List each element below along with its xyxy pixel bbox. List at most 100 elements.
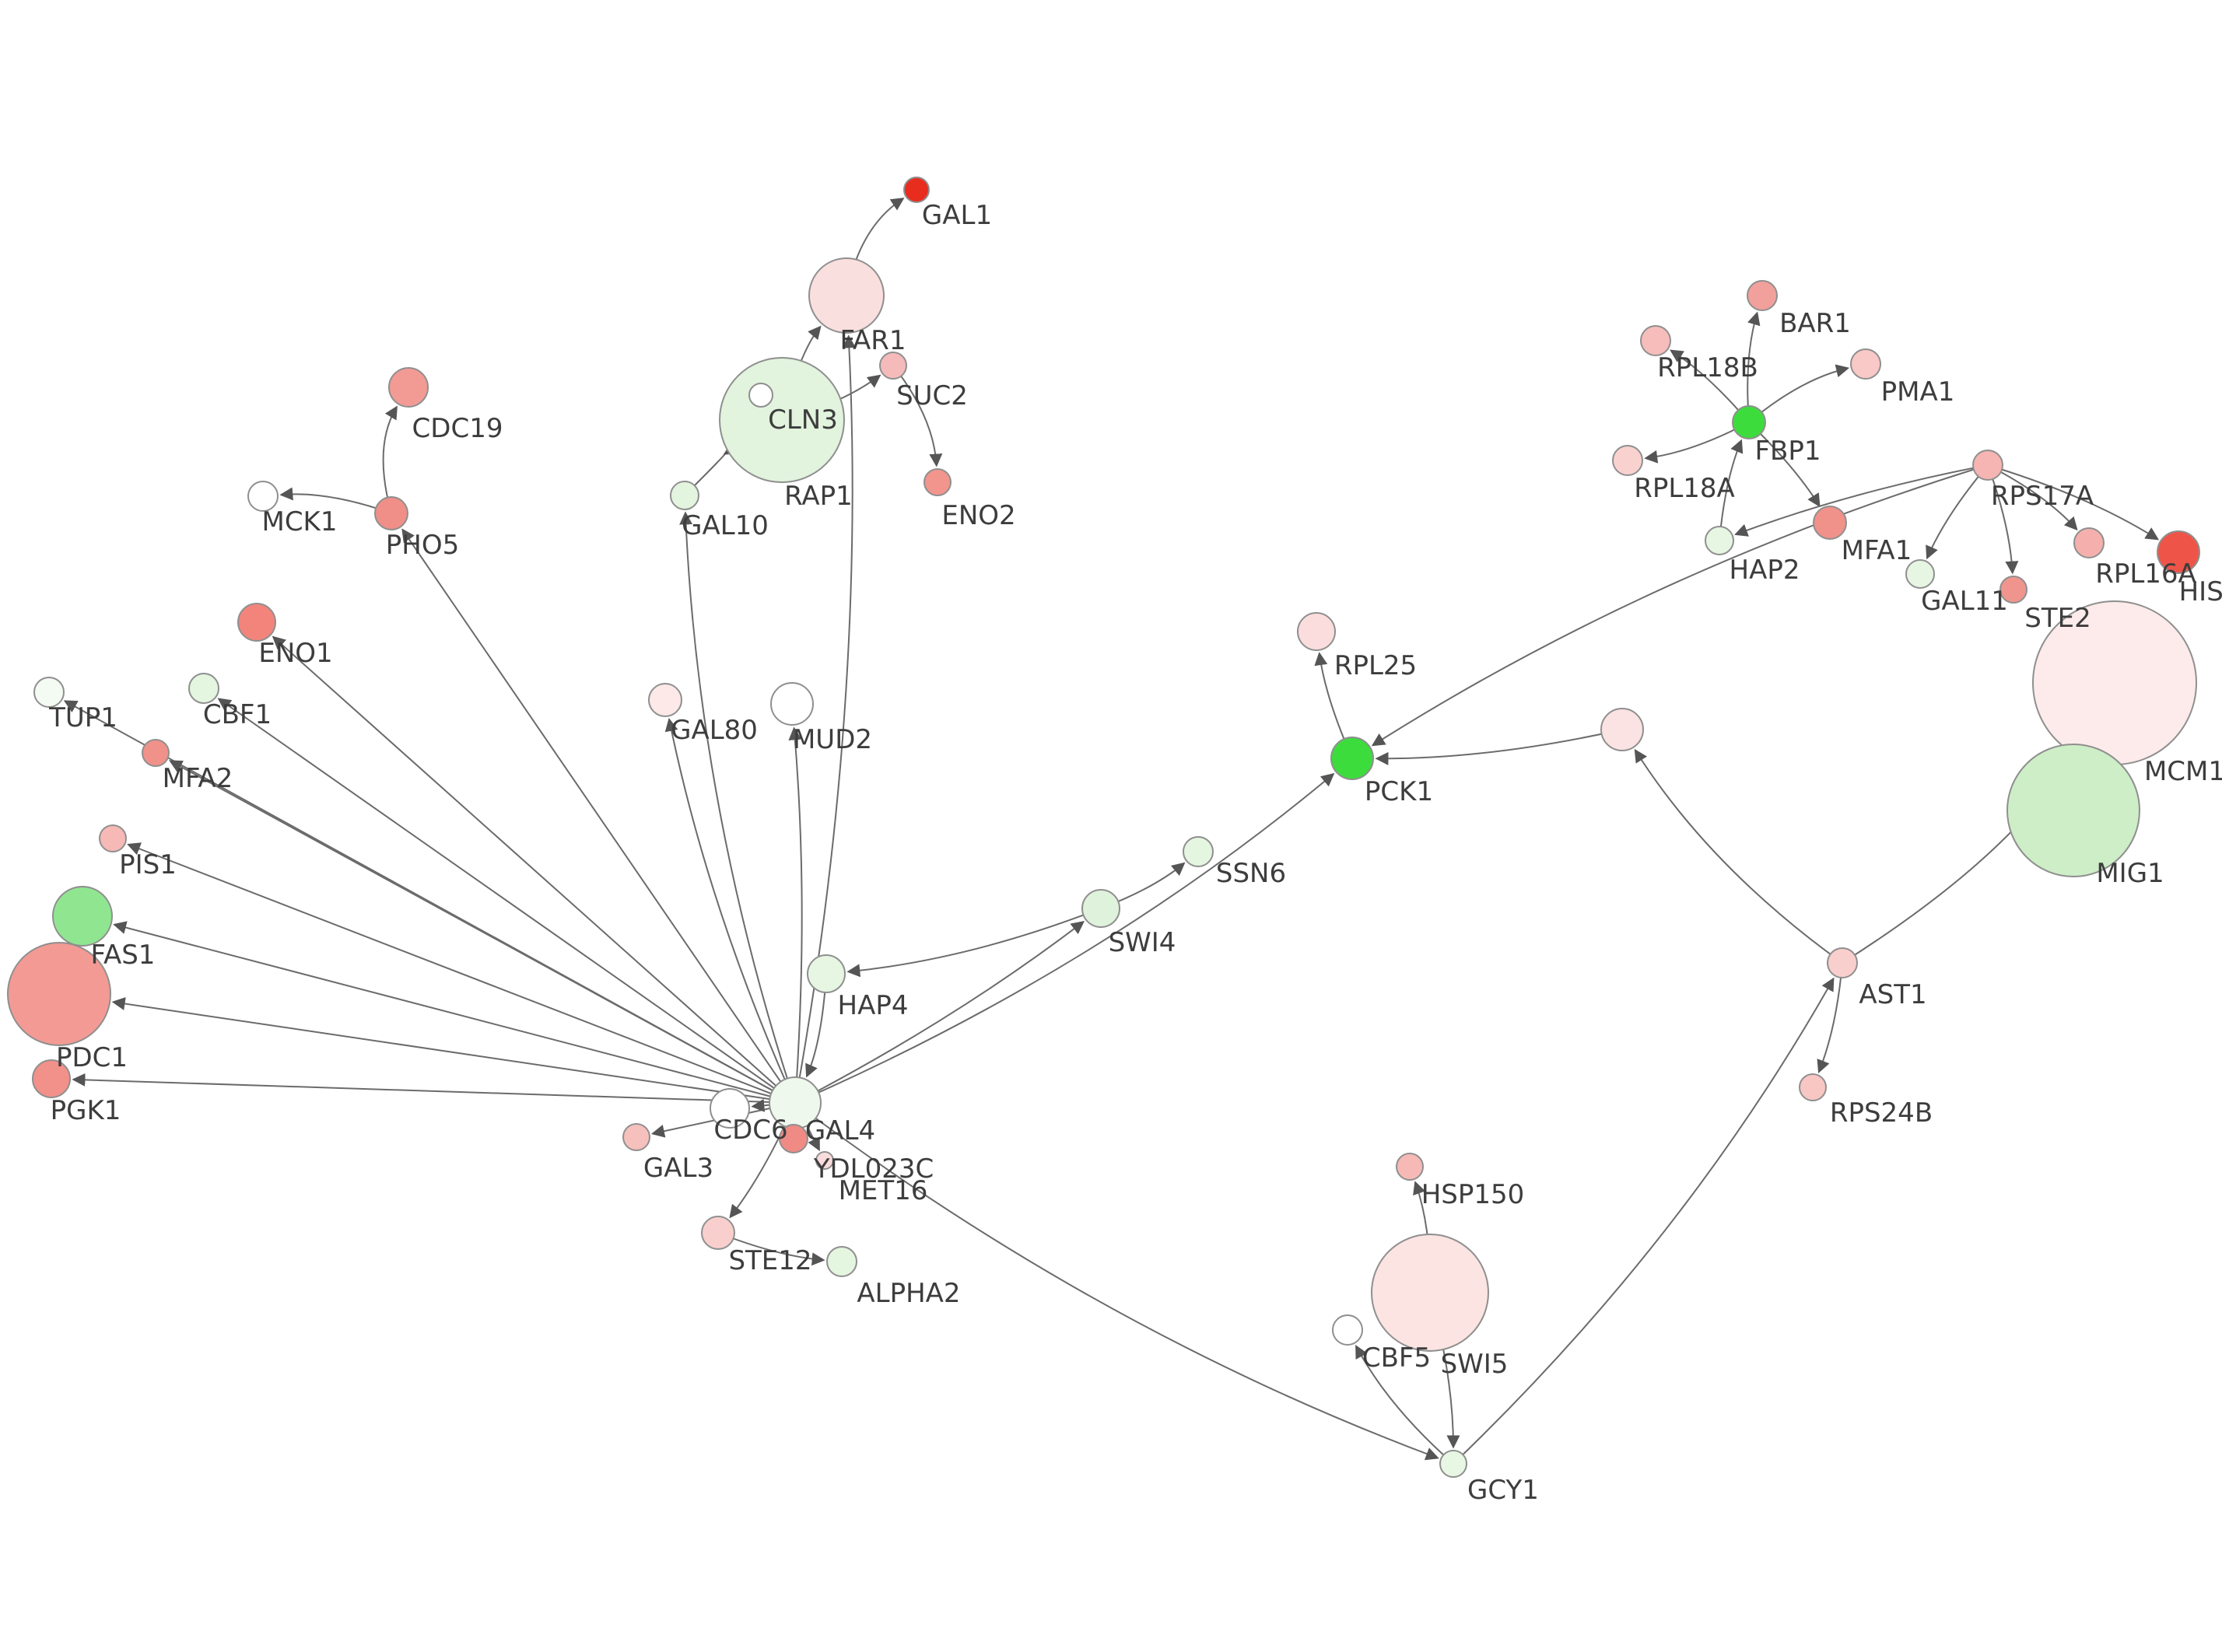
node-label-gal11: GAL11 <box>1921 586 2008 617</box>
node-tup1[interactable] <box>33 677 65 708</box>
node-pma1[interactable] <box>1850 348 1881 380</box>
node-label-his4: HIS4 <box>2179 576 2222 607</box>
node-label-fbp1: FBP1 <box>1754 436 1821 467</box>
node-ste12[interactable] <box>701 1216 735 1250</box>
node-label-swi4: SWI4 <box>1109 927 1176 958</box>
node-label-cln3: CLN3 <box>768 404 838 436</box>
node-gal3[interactable] <box>622 1123 650 1151</box>
node-mfa1[interactable] <box>1813 506 1847 540</box>
node-label-mck1: MCK1 <box>261 506 337 537</box>
node-cdc6[interactable] <box>710 1088 750 1129</box>
node-his4[interactable] <box>2157 530 2200 574</box>
node-label-gal10: GAL10 <box>682 510 769 541</box>
node-label-rpl18b: RPL18B <box>1657 352 1758 383</box>
node-cln3[interactable] <box>748 383 773 408</box>
edge-NODE1-PCK1[interactable] <box>1375 729 1623 765</box>
node-pis1[interactable] <box>99 824 127 852</box>
node-label-gal4: GAL4 <box>805 1115 875 1146</box>
node-swi5[interactable] <box>1371 1234 1489 1352</box>
node-hap2[interactable] <box>1705 526 1734 555</box>
node-label-gal1: GAL1 <box>922 200 992 231</box>
edge-GCY1-AST1[interactable] <box>1453 977 1835 1465</box>
node-label-mig1: MIG1 <box>2096 858 2164 889</box>
node-rps24b[interactable] <box>1799 1073 1827 1101</box>
node-eno2[interactable] <box>923 468 952 496</box>
node-mck1[interactable] <box>247 481 279 512</box>
node-gcy1[interactable] <box>1439 1450 1467 1478</box>
node-hsp150[interactable] <box>1396 1153 1424 1181</box>
edge-GAL4-CBF1[interactable] <box>217 698 796 1104</box>
node-unlabeled[interactable] <box>1600 708 1644 751</box>
node-hap4[interactable] <box>807 954 846 993</box>
node-label-ast1: AST1 <box>1859 979 1926 1010</box>
edge-GAL4-GAL80[interactable] <box>664 718 796 1104</box>
node-suc2[interactable] <box>879 352 907 380</box>
node-swi4[interactable] <box>1081 889 1120 928</box>
node-label-cbf5: CBF5 <box>1362 1342 1431 1374</box>
node-ste2[interactable] <box>1999 576 2027 604</box>
node-label-cdc6: CDC6 <box>713 1115 787 1146</box>
node-ssn6[interactable] <box>1183 836 1214 867</box>
node-label-alpha2: ALPHA2 <box>857 1278 960 1309</box>
node-pho5[interactable] <box>374 496 408 530</box>
node-label-ste2: STE2 <box>2024 603 2091 634</box>
node-label-gal80: GAL80 <box>671 715 758 746</box>
node-pgk1[interactable] <box>32 1059 71 1098</box>
edge-GAL4-PDC1[interactable] <box>111 997 796 1104</box>
node-gal80[interactable] <box>648 683 682 717</box>
edge-RPS17A-HIS4[interactable] <box>1987 464 2160 541</box>
node-rpl16a[interactable] <box>2073 527 2105 558</box>
node-rps17a[interactable] <box>1972 450 2003 481</box>
node-gal1[interactable] <box>903 177 930 203</box>
node-rpl25[interactable] <box>1297 612 1336 651</box>
node-bar1[interactable] <box>1747 280 1778 311</box>
edge-SUC2-ENO2[interactable] <box>892 365 943 467</box>
node-mig1[interactable] <box>2006 744 2140 877</box>
node-pdc1[interactable] <box>7 942 111 1046</box>
edge-GAL4-MUD2[interactable] <box>788 726 803 1104</box>
node-rpl18a[interactable] <box>1612 445 1643 476</box>
edge-GCY1-CBF5[interactable] <box>1355 1344 1454 1465</box>
node-cbf1[interactable] <box>188 673 219 704</box>
edge-RPS17A-HAP2[interactable] <box>1734 464 1989 537</box>
node-label-rpl16a: RPL16A <box>2095 558 2196 590</box>
node-mud2[interactable] <box>770 682 814 726</box>
node-gal10[interactable] <box>670 481 699 510</box>
edge-RPS17A-PCK1[interactable] <box>1371 464 1989 747</box>
edge-GAL4-PGK1[interactable] <box>72 1073 796 1104</box>
edge-AST1-RPS24B[interactable] <box>1817 962 1843 1073</box>
edge-SWI4-HAP4[interactable] <box>846 908 1102 978</box>
node-met16[interactable] <box>815 1151 834 1170</box>
node-label-pis1: PIS1 <box>119 849 177 880</box>
node-label-met16: MET16 <box>839 1175 928 1206</box>
edge-GAL4-FAS1[interactable] <box>113 921 796 1104</box>
node-ydl023c[interactable] <box>779 1124 808 1153</box>
node-ast1[interactable] <box>1827 947 1858 978</box>
node-label-suc2: SUC2 <box>896 380 968 411</box>
edge-GAL4-SWI4[interactable] <box>794 921 1085 1104</box>
node-label-mcm1: MCM1 <box>2144 756 2222 787</box>
edge-GAL4-ENO1[interactable] <box>272 635 796 1104</box>
edges-layer <box>63 198 2160 1465</box>
edge-GAL4-PCK1[interactable] <box>794 772 1335 1104</box>
edge-GAL4-GCY1[interactable] <box>794 1102 1439 1461</box>
edge-GAL4-MFA2[interactable] <box>169 760 796 1104</box>
node-gal11[interactable] <box>1905 559 1935 589</box>
edge-RPS17A-GAL11[interactable] <box>1926 464 1989 560</box>
edge-AST1-NODE1[interactable] <box>1634 748 1843 964</box>
node-mfa2[interactable] <box>142 739 170 767</box>
node-label-pdc1: PDC1 <box>56 1042 128 1073</box>
edge-GAL4-PIS1[interactable] <box>127 842 796 1104</box>
edge-GAL4-PHO5[interactable] <box>401 528 796 1104</box>
node-rpl18b[interactable] <box>1640 325 1671 356</box>
node-pck1[interactable] <box>1330 737 1374 780</box>
node-alpha2[interactable] <box>826 1246 857 1277</box>
node-cdc19[interactable] <box>388 367 429 408</box>
node-fbp1[interactable] <box>1732 405 1766 439</box>
node-label-rpl18a: RPL18A <box>1634 473 1735 504</box>
node-cbf5[interactable] <box>1332 1314 1363 1346</box>
node-far1[interactable] <box>808 257 885 334</box>
node-eno1[interactable] <box>237 603 276 642</box>
edge-GAL4-GAL10[interactable] <box>679 511 796 1104</box>
node-fas1[interactable] <box>52 886 113 947</box>
